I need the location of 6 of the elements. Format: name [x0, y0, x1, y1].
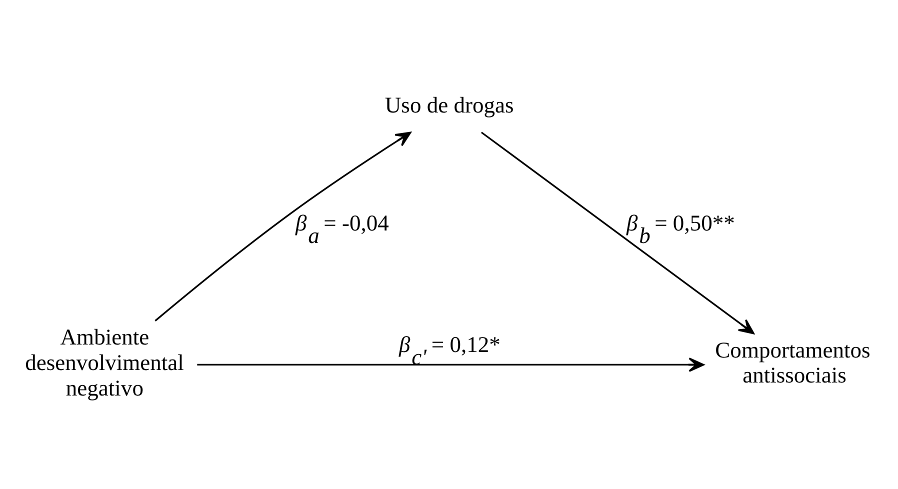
node-text: Comportamentos antissociais — [715, 336, 870, 388]
arrow — [197, 357, 704, 372]
node-text: Uso de drogas — [384, 92, 514, 117]
arrow — [480, 131, 754, 334]
node-text: Ambiente desenvolvimental negativo — [25, 324, 184, 400]
arrow — [154, 131, 412, 321]
